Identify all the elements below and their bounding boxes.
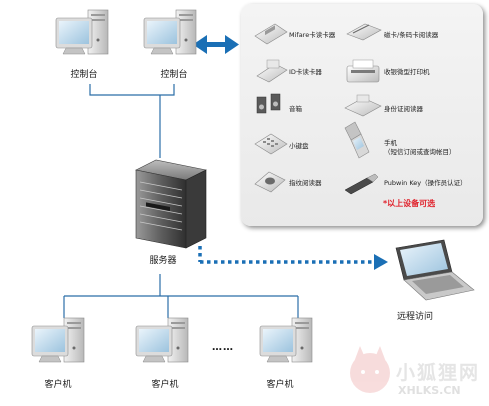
- device-label-mifare-card-reader: Mifare卡读卡器: [289, 31, 336, 39]
- clients-ellipsis: ……: [212, 342, 234, 353]
- console-pc-1: [55, 9, 109, 55]
- device-label-speakers: 音箱: [289, 105, 302, 113]
- mifare-card-reader-icon: [254, 23, 288, 45]
- device-label-magstripe-barcode-reader: 磁卡/条码卡阅读器: [384, 31, 439, 39]
- keypad-icon: [254, 133, 288, 155]
- console-connector: [89, 84, 175, 96]
- watermark-url: XHLKS.CN: [398, 384, 461, 397]
- watermark-name: 小狐狸网: [396, 362, 481, 384]
- bidirectional-arrow-icon: [193, 35, 239, 54]
- id-reader-icon: [344, 94, 382, 117]
- client-label-2: 客户机: [151, 380, 179, 390]
- device-label-keypad: 小键盘: [289, 142, 309, 150]
- device-label-id-card-reader: ID卡读卡器: [289, 68, 322, 76]
- optional-devices-note: *以上设备可选: [383, 199, 436, 208]
- client-label-1: 客户机: [44, 380, 72, 390]
- device-icons: [254, 23, 382, 195]
- remote-access-arrow: [198, 246, 388, 270]
- device-label-fingerprint-reader: 指纹阅读器: [289, 179, 322, 187]
- optional-devices-panel: Mifare卡读卡器 ID卡读卡器 音箱 小键盘 指纹阅读器 磁卡/条码卡阅读器…: [241, 4, 483, 226]
- device-label-usb-key: Pubwin Key（操作员认证）: [384, 179, 467, 187]
- receipt-printer-icon: [346, 59, 380, 83]
- console-label-2: 控制台: [160, 70, 188, 80]
- remote-access-label: 远程访问: [396, 312, 434, 322]
- laptop-remote: [395, 239, 475, 301]
- magstripe-barcode-reader-icon: [346, 23, 382, 41]
- device-label-id-reader: 身份证阅读器: [384, 105, 423, 113]
- device-label-mobile-phone: 手机: [384, 139, 397, 147]
- console-label-1: 控制台: [70, 70, 98, 80]
- id-card-reader-icon: [256, 59, 288, 83]
- speakers-icon: [256, 93, 281, 114]
- usb-key-icon: [344, 173, 379, 195]
- device-label-receipt-printer: 收银微型打印机: [384, 68, 430, 76]
- client-pc-1: [31, 317, 85, 363]
- client-pc-3: [259, 317, 313, 363]
- fingerprint-reader-icon: [254, 171, 286, 193]
- console-pc-2: [143, 9, 197, 55]
- device-label-mobile-phone-note: （短信订阅或查询帐目）: [384, 148, 456, 156]
- client-pc-2: [135, 317, 189, 363]
- watermark-fox-logo: [350, 346, 390, 393]
- mobile-phone-icon: [344, 121, 370, 159]
- client-label-3: 客户机: [266, 380, 294, 390]
- connector-lines: [63, 84, 299, 318]
- server-label: 服务器: [149, 256, 177, 266]
- server-cabinet: [135, 159, 207, 249]
